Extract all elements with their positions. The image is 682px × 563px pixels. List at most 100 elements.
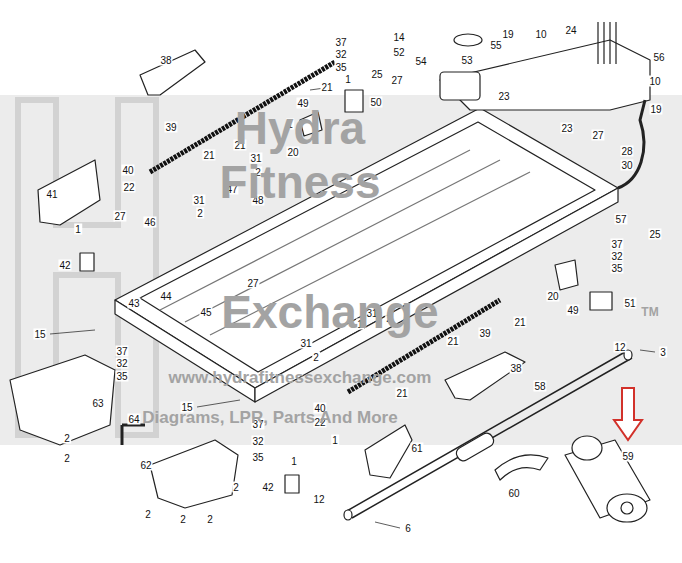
frame-tube (618, 100, 645, 188)
callout-number: 10 (648, 76, 661, 87)
callout-number: 3 (659, 347, 667, 358)
callout-number: 41 (45, 189, 58, 200)
callout-number: 1 (331, 435, 339, 446)
callout-number: 37 (115, 346, 128, 357)
callout-number: 25 (648, 229, 661, 240)
callout-number: 24 (564, 25, 577, 36)
bracket (80, 253, 94, 271)
callout-number: 39 (164, 122, 177, 133)
callout-number: 49 (566, 305, 579, 316)
callout-number: 46 (143, 217, 156, 228)
bracket (285, 475, 299, 493)
leader-line (50, 87, 655, 528)
callout-number: 32 (610, 251, 623, 262)
callout-number: 63 (91, 398, 104, 409)
callout-number: 2 (206, 514, 214, 525)
cable (454, 34, 482, 46)
callout-number: 10 (534, 29, 547, 40)
callout-number: 59 (621, 451, 634, 462)
side-cover (365, 425, 412, 478)
callout-number: 40 (121, 165, 134, 176)
callout-number: 42 (261, 482, 274, 493)
callout-number: 51 (623, 298, 636, 309)
callout-number: 35 (251, 452, 264, 463)
callout-number: 2 (196, 208, 204, 219)
callout-number: 12 (613, 342, 626, 353)
end-cap (445, 352, 525, 400)
callout-number: 25 (370, 69, 383, 80)
callout-number: 32 (115, 358, 128, 369)
callout-number: 44 (159, 291, 172, 302)
callout-number: 21 (202, 150, 215, 161)
callout-number: 21 (446, 336, 459, 347)
callout-number: 28 (620, 146, 633, 157)
callout-number: 38 (159, 55, 172, 66)
hex-key (122, 425, 145, 445)
callout-number: 54 (414, 56, 427, 67)
callout-number: 2 (63, 433, 71, 444)
callout-number: 21 (320, 82, 333, 93)
motor-face (607, 494, 647, 522)
watermark-text: Fitness (219, 155, 380, 209)
callout-number: 15 (33, 329, 46, 340)
callout-number: 1 (290, 456, 298, 467)
callout-number: 39 (478, 328, 491, 339)
callout-number: 50 (369, 97, 382, 108)
motor-controller (440, 72, 480, 100)
watermark-text: Hydra (235, 101, 365, 155)
pointer-arrow (614, 388, 642, 440)
watermark-text: Diagrams, LPR, Parts And More (142, 408, 397, 428)
callout-number: 55 (489, 40, 502, 51)
callout-number: 60 (507, 488, 520, 499)
callout-number: 31 (299, 338, 312, 349)
callout-number: 37 (334, 37, 347, 48)
callout-number: 12 (312, 494, 325, 505)
roller-end (344, 510, 352, 520)
callout-number: 2 (312, 352, 320, 363)
callout-number: 21 (513, 317, 526, 328)
callout-number: 23 (497, 91, 510, 102)
callout-number: 2 (63, 453, 71, 464)
callout-number: 56 (652, 52, 665, 63)
callout-number: 32 (251, 436, 264, 447)
watermark-text: www.hydrafitnessexchange.com (169, 368, 432, 388)
callout-number: 30 (620, 160, 633, 171)
callout-number: 2 (144, 509, 152, 520)
callout-number: 43 (127, 298, 140, 309)
callout-number: 31 (192, 195, 205, 206)
callout-number: 32 (334, 49, 347, 60)
callout-number: 35 (334, 62, 347, 73)
end-cap (140, 50, 205, 95)
callout-number: 2 (179, 514, 187, 525)
callout-number: 45 (199, 307, 212, 318)
callout-number: 6 (404, 523, 412, 534)
motor-end (572, 436, 602, 460)
callout-number: 58 (533, 381, 546, 392)
callout-number: 61 (410, 443, 423, 454)
motor-shaft (621, 502, 633, 514)
callout-number: 37 (610, 239, 623, 250)
callout-number: 38 (509, 363, 522, 374)
callout-number: 1 (74, 224, 82, 235)
watermark-text: TM (641, 305, 658, 319)
rear-hood (150, 440, 238, 508)
callout-number: 64 (127, 414, 140, 425)
callout-number: 52 (392, 47, 405, 58)
callout-number: 42 (58, 260, 71, 271)
callout-number: 27 (390, 75, 403, 86)
callout-number: 23 (560, 123, 573, 134)
callout-number: 1 (344, 74, 352, 85)
callout-number: 35 (610, 263, 623, 274)
wire-harness (598, 22, 616, 64)
callout-number: 62 (139, 460, 152, 471)
callout-number: 27 (113, 211, 126, 222)
callout-number: 53 (460, 55, 473, 66)
motor-hood-frame (440, 40, 650, 110)
callout-number: 14 (392, 32, 405, 43)
rear-hood (10, 355, 115, 445)
callout-number: 20 (546, 291, 559, 302)
pulley (454, 431, 496, 463)
watermark-text: Exchange (221, 285, 438, 339)
callout-number: 22 (122, 182, 135, 193)
